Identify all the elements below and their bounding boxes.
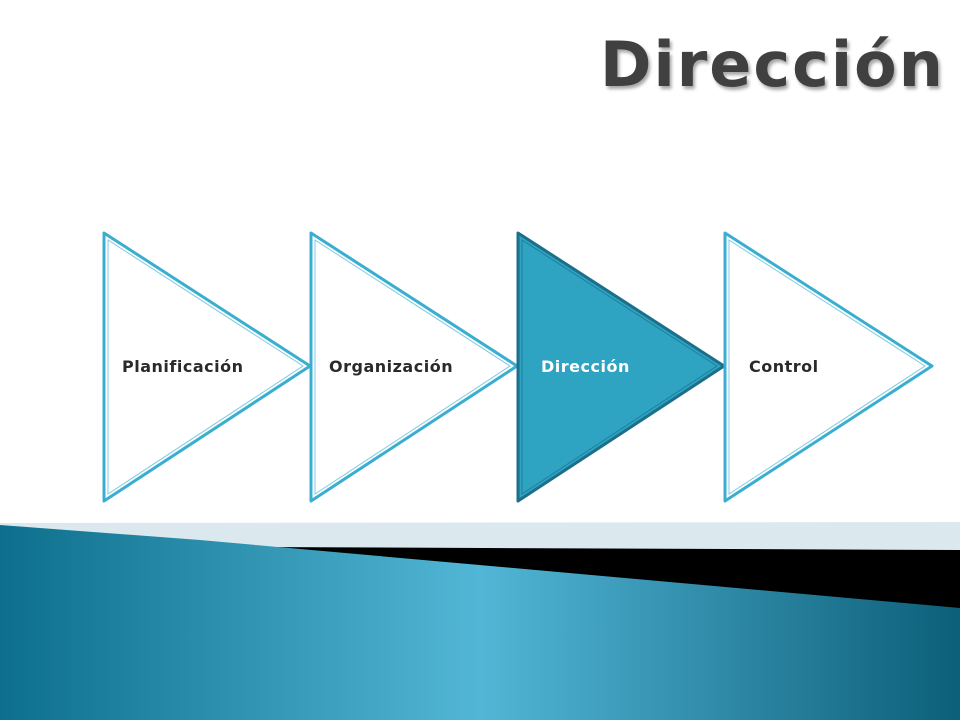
step-arrow-inner-outline — [521, 239, 718, 495]
step-label-planificacion: Planificación — [122, 357, 243, 376]
step-arrow-inner-outline — [728, 239, 926, 495]
step-label-direccion: Dirección — [541, 357, 630, 376]
step-label-control: Control — [749, 357, 819, 376]
process-step-organizacion: Organización — [309, 231, 519, 503]
step-label-organizacion: Organización — [329, 357, 453, 376]
slide-title: Dirección — [600, 28, 945, 101]
process-step-planificacion: Planificación — [102, 231, 312, 503]
process-step-control: Control — [723, 231, 934, 503]
blue-band — [0, 525, 960, 720]
step-arrow-shape-active — [516, 231, 726, 503]
process-step-direccion: Dirección — [516, 231, 726, 503]
step-arrow-inner-outline — [314, 239, 511, 495]
step-arrow-inner-outline — [107, 239, 304, 495]
step-arrow-shape — [102, 231, 312, 503]
step-arrow-shape — [723, 231, 934, 503]
step-arrow-shape — [309, 231, 519, 503]
